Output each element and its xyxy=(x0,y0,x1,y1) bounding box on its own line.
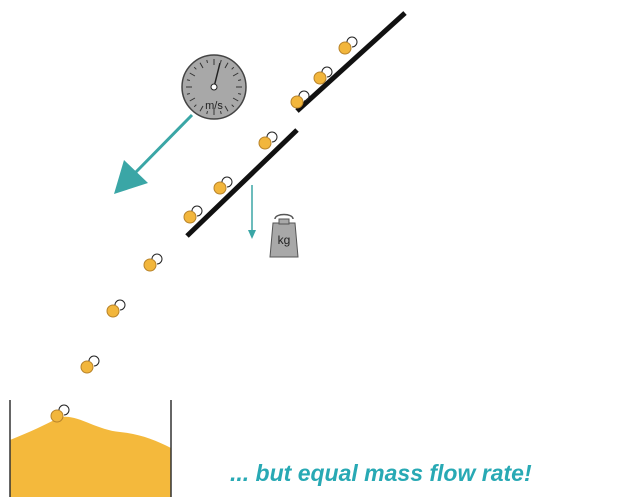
caption: ... but equal mass flow rate! xyxy=(230,460,532,486)
particle xyxy=(183,205,203,224)
weight-arrow xyxy=(248,185,256,239)
particle xyxy=(290,90,310,109)
lower-chute xyxy=(185,128,299,238)
weight-unit-label: kg xyxy=(278,233,291,247)
particle xyxy=(143,253,163,272)
particle xyxy=(80,355,100,374)
upper-chute xyxy=(295,11,407,113)
bulk-material xyxy=(10,416,171,497)
velocity-arrow xyxy=(114,113,194,194)
weight-kg-icon: kg xyxy=(269,213,299,258)
speedometer-icon: m/s xyxy=(181,54,247,120)
particle xyxy=(50,404,70,423)
particle xyxy=(258,131,278,150)
particle xyxy=(313,66,333,85)
particle xyxy=(106,299,126,318)
gauge-unit-label: m/s xyxy=(205,100,223,112)
collection-container xyxy=(9,400,172,497)
particle xyxy=(213,176,233,195)
particle xyxy=(338,36,358,55)
particles xyxy=(50,36,358,423)
